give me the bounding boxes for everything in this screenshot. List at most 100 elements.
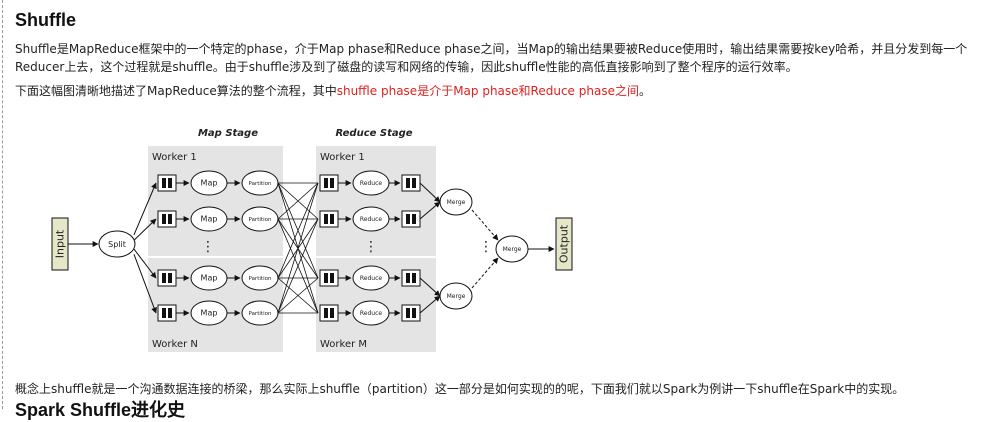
- row-1-reduce-in-queue-icon-frame: [319, 174, 339, 192]
- reduce-worker-1-label: Worker 1: [320, 152, 365, 163]
- map-stage-label: Map Stage: [198, 128, 258, 139]
- row-2-to-merge-arrow: [419, 201, 441, 220]
- page-left-border: [2, 0, 3, 409]
- merge-label-top: Merge: [447, 199, 466, 206]
- row-2-map-queue-icon-frame: [157, 210, 177, 228]
- paragraph-shuffle-concept: 概念上shuffle就是一个沟通数据连接的桥梁，那么实际上shuffle（par…: [15, 382, 905, 396]
- row-1-reduce-out-queue-icon-frame: [401, 174, 421, 192]
- row-4-partition-node-label: Partition: [249, 311, 272, 317]
- merge-label-bottom: Merge: [447, 293, 466, 300]
- row-4-reduce-node-label: Reduce: [360, 310, 383, 317]
- next-section-heading: Spark Shuffle进化史: [15, 400, 186, 420]
- merge-top-to-final-arrow: [471, 209, 499, 241]
- output-label: Output: [558, 224, 571, 263]
- row-2-map-node-label: Map: [201, 215, 218, 224]
- merge-node-top: [439, 188, 473, 216]
- row-4-map-queue-icon: [157, 304, 177, 322]
- row-1-split-arrow: [133, 182, 157, 236]
- row-2-map-queue-icon-bar-b: [168, 214, 172, 224]
- row-1-map-node: Map: [190, 170, 228, 196]
- row-1-reduce-in-queue-icon: [319, 174, 339, 192]
- row-3-map-queue-icon-bar-b: [168, 273, 172, 283]
- row-1-reduce-in-queue-icon-bar-b: [330, 178, 334, 188]
- shuffle-line-13: [277, 182, 319, 314]
- map-worker-n-label: Worker N: [152, 339, 198, 350]
- row-3-map-node: Map: [190, 265, 228, 291]
- row-2-reduce-in-queue-icon: [319, 210, 339, 228]
- map-ellipsis: ⋮: [201, 239, 215, 255]
- output-box: [555, 217, 573, 271]
- row-3-split-arrow: [133, 248, 157, 279]
- row-2-reduce-out-queue-icon-frame: [401, 210, 421, 228]
- row-2-map-queue-icon-bar-a: [162, 214, 166, 224]
- paragraph-diagram-intro: 下面这幅图清晰地描述了MapReduce算法的整个流程，其中shuffle ph…: [15, 82, 995, 100]
- map-worker-1-area: [148, 146, 283, 256]
- row-4-reduce-in-queue-icon-bar-a: [324, 308, 328, 318]
- shuffle-line-5: [277, 182, 319, 220]
- shuffle-line-14: [277, 218, 319, 314]
- row-3-map-queue-icon-frame: [157, 269, 177, 287]
- row-3-reduce-out-queue-icon-bar-a: [406, 273, 410, 283]
- shuffle-line-15: [277, 277, 319, 314]
- row-4-reduce-in-queue-icon-bar-b: [330, 308, 334, 318]
- row-3-map-node-label: Map: [201, 274, 218, 283]
- row-1-reduce-out-queue-icon: [401, 174, 421, 192]
- row-1-reduce-out-queue-icon-bar-a: [406, 178, 410, 188]
- row-3-reduce-node: Reduce: [352, 265, 390, 291]
- row-1-reduce-node-label: Reduce: [360, 180, 383, 187]
- row-1-map-queue-icon-bar-b: [168, 178, 172, 188]
- row-3-reduce-in-queue-icon-frame: [319, 269, 339, 287]
- row-3-map-queue-icon: [157, 269, 177, 287]
- mapreduce-diagram-svg: Map Stage Reduce Stage Worker 1 Worker N…: [51, 128, 573, 352]
- row-1-map-node-label: Map: [201, 179, 218, 188]
- row-1-reduce-in-queue-icon-bar-a: [324, 178, 328, 188]
- reduce-ellipsis: ⋮: [364, 239, 378, 255]
- row-2-reduce-out-queue-icon-bar-a: [406, 214, 410, 224]
- split-node: [98, 230, 136, 258]
- article-content: Shuffle Shuffle是MapReduce框架中的一个特定的phase，…: [15, 8, 995, 100]
- row-4-partition-node: Partition: [241, 300, 279, 326]
- row-4-reduce-out-queue-icon-bar-a: [406, 308, 410, 318]
- row-1-partition-node-label: Partition: [249, 181, 272, 187]
- row-1-partition-node: Partition: [241, 170, 279, 196]
- row-2-reduce-in-queue-icon-bar-b: [330, 214, 334, 224]
- reduce-stage-label: Reduce Stage: [335, 128, 412, 139]
- row-2-partition-node: Partition: [241, 206, 279, 232]
- row-3-partition-node: Partition: [241, 265, 279, 291]
- row-4-reduce-node: Reduce: [352, 300, 390, 326]
- row-2-split-arrow: [133, 218, 157, 241]
- row-2-reduce-in-queue-icon-bar-a: [324, 214, 328, 224]
- row-3-to-merge-arrow: [419, 277, 441, 297]
- merge-bottom-to-final-arrow: [471, 257, 499, 289]
- row-4-map-node-label: Map: [201, 309, 218, 318]
- paragraph-diagram-intro-suffix: 。: [638, 84, 651, 98]
- row-3-reduce-in-queue-icon-bar-a: [324, 273, 328, 283]
- row-2-partition-node-label: Partition: [249, 217, 272, 223]
- row-4-map-queue-icon-bar-b: [168, 308, 172, 318]
- row-2-reduce-out-queue-icon: [401, 210, 421, 228]
- row-2-reduce-node: Reduce: [352, 206, 390, 232]
- reduce-worker-1-area: [316, 146, 436, 256]
- row-1-map-queue-icon-frame: [157, 174, 177, 192]
- row-1-map-queue-icon: [157, 174, 177, 192]
- mapreduce-diagram: Map Stage Reduce Stage Worker 1 Worker N…: [48, 126, 588, 356]
- row-3-reduce-in-queue-icon: [319, 269, 339, 287]
- row-3-reduce-node-label: Reduce: [360, 275, 383, 282]
- row-4-reduce-out-queue-icon-frame: [401, 304, 421, 322]
- row-4-map-node: Map: [190, 300, 228, 326]
- map-worker-1-label: Worker 1: [152, 152, 197, 163]
- row-1-reduce-out-queue-icon-bar-b: [412, 178, 416, 188]
- merge-node-bottom: [439, 282, 473, 310]
- row-3-partition-node-label: Partition: [249, 276, 272, 282]
- paragraph-shuffle-intro: Shuffle是MapReduce框架中的一个特定的phase，介于Map ph…: [15, 42, 968, 74]
- highlight-shuffle-phase: shuffle phase是介于Map phase和Reduce phase之间: [336, 84, 639, 98]
- merge-label-final: Merge: [503, 246, 522, 253]
- row-2-reduce-in-queue-icon-frame: [319, 210, 339, 228]
- row-2-reduce-out-queue-icon-bar-b: [412, 214, 416, 224]
- row-1-reduce-node: Reduce: [352, 170, 390, 196]
- article-title: Shuffle: [15, 10, 76, 30]
- shuffle-line-9: [277, 182, 319, 279]
- row-4-reduce-out-queue-icon: [401, 304, 421, 322]
- merge-ellipsis: ⋮: [479, 239, 493, 255]
